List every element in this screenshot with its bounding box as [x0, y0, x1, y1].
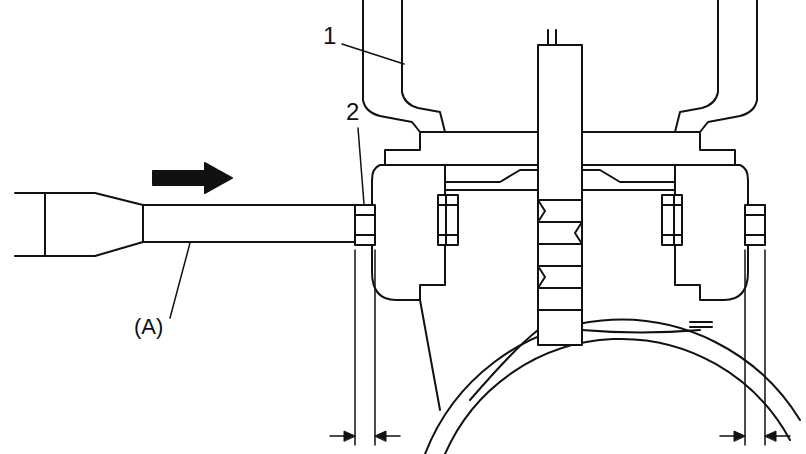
callout-number: 2: [346, 100, 359, 124]
axle-housing: [420, 300, 800, 454]
hub-side: [330, 0, 458, 445]
leader-lines: [170, 44, 404, 318]
nut: [355, 205, 375, 245]
push-arrow: [153, 163, 232, 193]
tool-label: (A): [134, 316, 163, 338]
special-tool: [15, 193, 355, 256]
callout-number: 1: [323, 24, 336, 48]
center-shaft: [538, 30, 582, 345]
